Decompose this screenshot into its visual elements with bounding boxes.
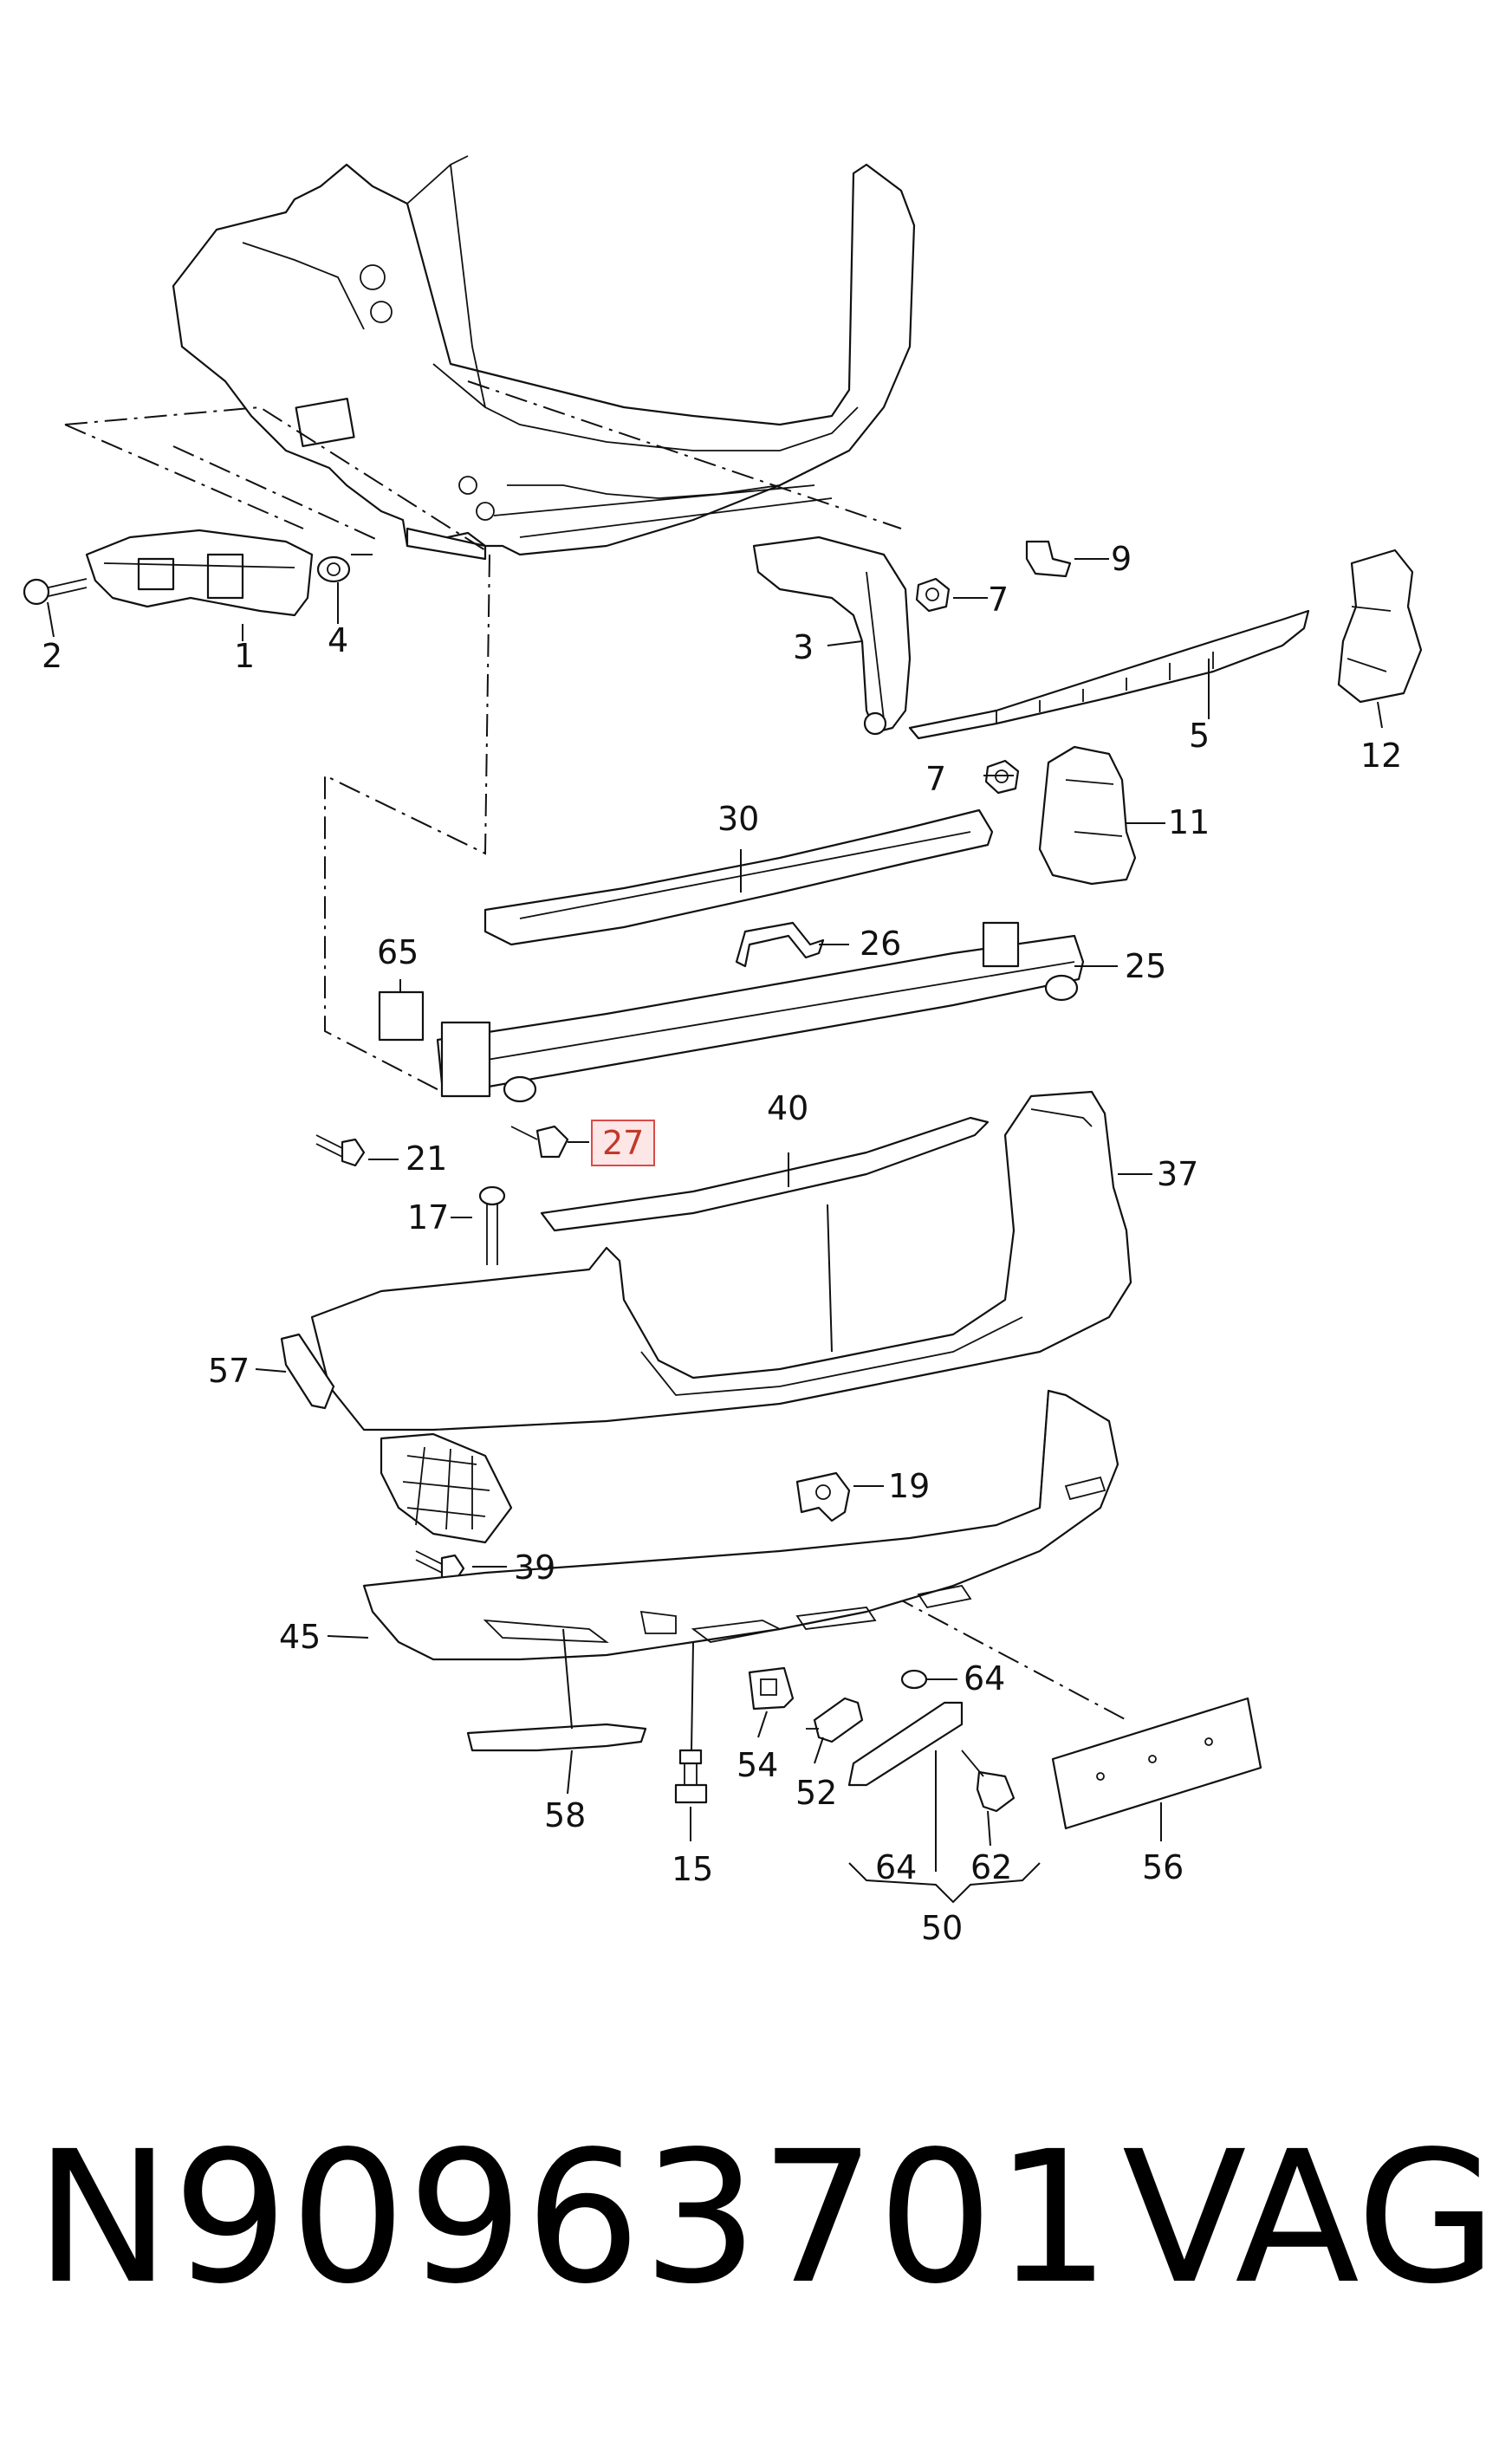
- part-7-nut-lower: [984, 759, 1020, 795]
- part-65-pad: [378, 990, 425, 1042]
- part-9-clip: [1025, 540, 1072, 578]
- callout-50: 50: [921, 1909, 963, 1947]
- callout-30: 30: [717, 800, 759, 838]
- callout-65: 65: [377, 933, 419, 971]
- part-1-bracket: [85, 529, 314, 617]
- callout-57: 57: [208, 1352, 250, 1390]
- callout-5: 5: [1189, 717, 1210, 755]
- callout-7a: 7: [988, 581, 1009, 619]
- part-21-screw: [315, 1134, 366, 1167]
- brand-label: VAG: [1122, 2112, 1497, 2324]
- callout-62: 62: [970, 1848, 1012, 1886]
- assembly-line: [172, 445, 382, 542]
- part-17-screw: [478, 1185, 506, 1265]
- part-40-trim: [540, 1116, 990, 1232]
- callout-27-highlight: [591, 1120, 655, 1166]
- callout-64a: 64: [875, 1848, 917, 1886]
- callout-25: 25: [1125, 947, 1166, 985]
- part-2-screw: [23, 578, 88, 606]
- callout-3: 3: [793, 628, 814, 666]
- assembly-line: [467, 380, 902, 529]
- part-19-clip: [795, 1471, 851, 1522]
- assembly-line: [324, 554, 490, 1097]
- callout-4: 4: [328, 621, 348, 659]
- callout-labels: 1 2 3 4 5 7 7 9 11 12 15 17 19 21 25 26 …: [42, 540, 1402, 1947]
- exploded-parts-diagram: 1 2 3 4 5 7 7 9 11 12 15 17 19 21 25 26 …: [23, 155, 1423, 1947]
- callout-12: 12: [1360, 737, 1402, 775]
- callout-54: 54: [737, 1746, 778, 1784]
- callout-17: 17: [407, 1198, 449, 1237]
- part-27-bolt: [510, 1125, 569, 1159]
- rear-body-shell: [172, 155, 916, 561]
- callout-21: 21: [406, 1139, 447, 1178]
- callout-52: 52: [795, 1774, 837, 1812]
- callout-2: 2: [42, 637, 62, 675]
- part-57-reflector: [280, 1333, 335, 1410]
- part-15-bolt: [674, 1749, 708, 1804]
- callout-45: 45: [279, 1618, 321, 1656]
- part-56-licence-plate-holder: [1051, 1697, 1262, 1830]
- callout-39: 39: [514, 1548, 555, 1587]
- leader-lines: [47, 558, 1383, 1904]
- callout-9: 9: [1111, 540, 1132, 578]
- part-26-bracket: [735, 921, 825, 968]
- callout-15: 15: [672, 1850, 713, 1888]
- callout-64b: 64: [964, 1659, 1005, 1698]
- callout-26: 26: [860, 925, 901, 963]
- part-30-absorber: [483, 808, 994, 946]
- part-52-cap: [806, 1697, 864, 1743]
- part-58-strip: [466, 1723, 647, 1752]
- part-12-mount: [1337, 549, 1423, 704]
- part-64-grommet: [900, 1669, 928, 1690]
- callout-40: 40: [767, 1089, 808, 1127]
- part-37-bumper-upper: [310, 1090, 1132, 1544]
- callout-1: 1: [234, 637, 255, 675]
- callout-58: 58: [544, 1796, 586, 1834]
- callout-7b: 7: [925, 760, 946, 798]
- part-64-cover: [847, 1701, 964, 1787]
- part-number-label: N90963701: [35, 2112, 1113, 2324]
- callout-19: 19: [888, 1467, 930, 1505]
- part-5-guide: [908, 609, 1310, 740]
- part-3-bracket: [752, 536, 912, 736]
- part-25-carrier: [436, 921, 1085, 1103]
- callout-37: 37: [1157, 1155, 1198, 1193]
- assembly-line: [64, 424, 304, 529]
- part-7-nut-upper: [915, 577, 951, 613]
- callout-11: 11: [1168, 803, 1210, 841]
- part-45-bumper-lower: [362, 1389, 1119, 1661]
- callout-27: 27: [602, 1124, 644, 1162]
- part-11-mount: [1038, 745, 1137, 886]
- part-4-nut: [316, 555, 351, 583]
- callout-56: 56: [1142, 1848, 1184, 1886]
- assembly-line: [64, 406, 486, 551]
- part-62-socket: [961, 1750, 1016, 1813]
- part-54-bracket: [748, 1666, 795, 1711]
